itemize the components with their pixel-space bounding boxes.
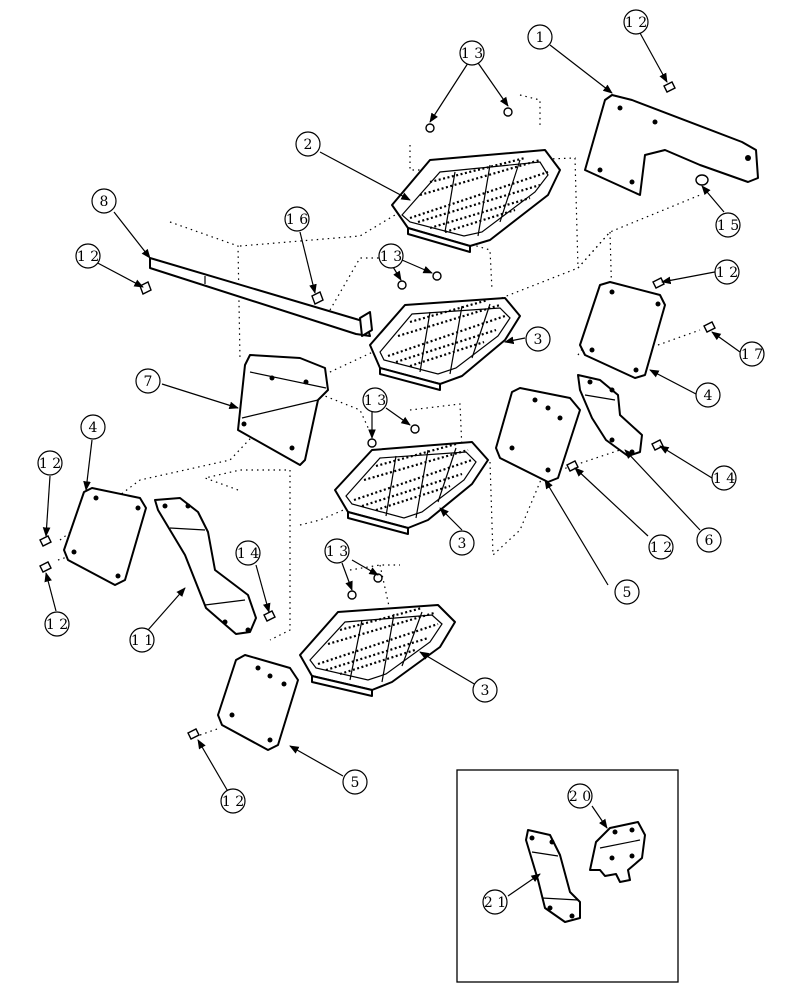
callout-bubble-14: 1 4 xyxy=(235,540,261,566)
svg-text:1 7: 1 7 xyxy=(741,347,763,363)
callout-bubble-4: 4 xyxy=(695,382,721,408)
leader-lines xyxy=(42,32,741,796)
plate-five-upper xyxy=(495,387,581,483)
svg-text:3: 3 xyxy=(534,332,543,348)
callout-bubble-20: 2 0 xyxy=(567,783,593,809)
svg-text:1 6: 1 6 xyxy=(286,212,308,228)
callout-bubble-15: 1 5 xyxy=(715,212,741,238)
callout-bubble-4: 4 xyxy=(80,414,106,440)
svg-text:2 0: 2 0 xyxy=(569,789,591,805)
callout-bubble-12: 1 2 xyxy=(648,534,674,560)
svg-text:7: 7 xyxy=(144,374,153,390)
svg-text:1 4: 1 4 xyxy=(713,471,735,487)
svg-text:4: 4 xyxy=(89,420,98,436)
svg-text:4: 4 xyxy=(704,388,713,404)
svg-text:3: 3 xyxy=(481,683,490,699)
callout-bubble-3: 3 xyxy=(472,677,498,703)
svg-text:1 3: 1 3 xyxy=(380,249,402,265)
svg-text:1 2: 1 2 xyxy=(77,249,99,265)
support-bar xyxy=(149,257,373,337)
callout-bubble-12: 1 2 xyxy=(75,243,101,269)
svg-text:1 3: 1 3 xyxy=(326,544,348,560)
callout-bubble-13: 1 3 xyxy=(459,40,485,66)
callout-bubble-3: 3 xyxy=(525,326,551,352)
svg-text:8: 8 xyxy=(100,194,109,210)
callout-bubble-13: 1 3 xyxy=(324,538,350,564)
svg-text:1: 1 xyxy=(536,30,545,46)
step-tread-second xyxy=(369,297,521,391)
callout-bubble-12: 1 2 xyxy=(220,788,246,814)
callout-bubble-16: 1 6 xyxy=(284,206,310,232)
callout-bubble-7: 7 xyxy=(135,368,161,394)
callout-bubble-13: 1 3 xyxy=(378,243,404,269)
callout-bubble-12: 1 2 xyxy=(714,259,740,285)
callout-bubble-12: 1 2 xyxy=(37,450,63,476)
callout-bubble-21: 2 1 xyxy=(482,889,508,915)
svg-text:1 2: 1 2 xyxy=(650,540,672,556)
step-tread-third xyxy=(334,441,489,535)
svg-text:6: 6 xyxy=(705,533,714,549)
callout-bubble-3: 3 xyxy=(449,530,475,556)
svg-text:5: 5 xyxy=(623,585,632,601)
svg-text:5: 5 xyxy=(351,775,360,791)
plate-five-lower xyxy=(217,654,299,751)
svg-text:1 4: 1 4 xyxy=(237,546,259,562)
callout-bubble-12: 1 2 xyxy=(623,9,649,35)
svg-text:1 2: 1 2 xyxy=(46,617,68,633)
panel-four-right xyxy=(579,281,666,379)
svg-text:1 2: 1 2 xyxy=(716,265,738,281)
callout-bubble-17: 1 7 xyxy=(739,341,765,367)
callout-bubble-11: 1 1 xyxy=(129,627,155,653)
callout-bubble-14: 1 4 xyxy=(711,465,737,491)
callout-bubble-12: 1 2 xyxy=(44,611,70,637)
callout-bubble-13: 1 3 xyxy=(362,387,388,413)
bracket-upper-right xyxy=(584,94,759,196)
svg-text:3: 3 xyxy=(458,536,467,552)
panel-four-left xyxy=(63,487,147,586)
bracket-six xyxy=(577,374,643,457)
svg-text:1 2: 1 2 xyxy=(39,456,61,472)
step-tread-bottom xyxy=(299,604,456,697)
callout-bubble-2: 2 xyxy=(295,131,321,157)
callout-bubble-5: 5 xyxy=(614,579,640,605)
callout-bubble-8: 8 xyxy=(91,188,117,214)
svg-text:2 1: 2 1 xyxy=(484,895,506,911)
svg-text:1 3: 1 3 xyxy=(461,46,483,62)
svg-text:1 2: 1 2 xyxy=(222,794,244,810)
callout-bubble-6: 6 xyxy=(696,527,722,553)
plate-seven xyxy=(237,354,329,466)
svg-text:1 1: 1 1 xyxy=(131,633,153,649)
callout-bubble-1: 1 xyxy=(527,24,553,50)
callout-bubble-5: 5 xyxy=(342,769,368,795)
svg-text:1 5: 1 5 xyxy=(717,218,739,234)
step-tread-upper xyxy=(391,149,561,253)
inset-box xyxy=(456,769,679,983)
svg-text:1 2: 1 2 xyxy=(625,15,647,31)
svg-text:2: 2 xyxy=(304,137,313,153)
bracket-eleven xyxy=(154,497,257,635)
svg-text:1 3: 1 3 xyxy=(364,393,386,409)
